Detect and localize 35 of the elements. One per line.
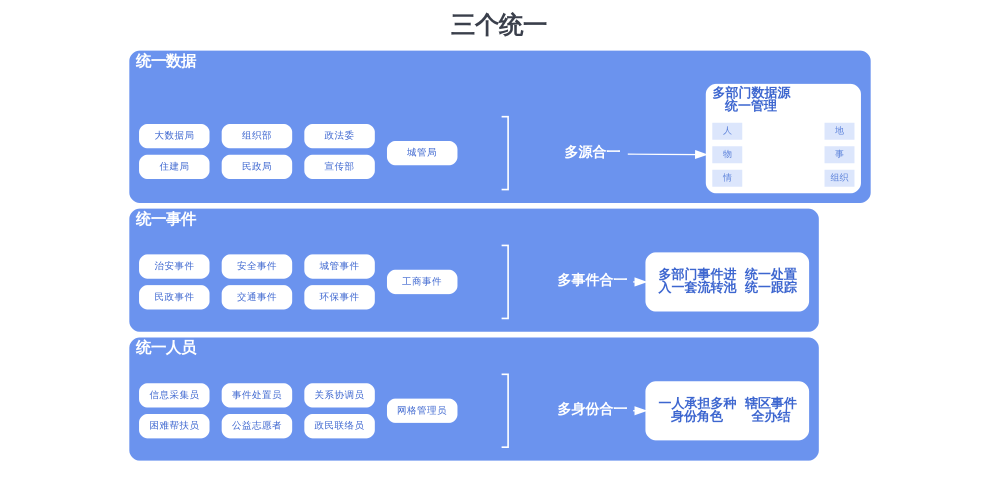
node-box: 关系协调员 <box>304 383 375 408</box>
node-box: 城管事件 <box>304 254 375 279</box>
node-box: 人 <box>712 122 742 140</box>
node-box: 政民联络员 <box>304 414 375 438</box>
node-box: 组织 <box>824 170 854 187</box>
node-box: 交通事件 <box>222 285 292 310</box>
node-box: 情 <box>712 170 742 187</box>
node-box: 信息采集员 <box>139 383 210 408</box>
node-box: 公益志愿者 <box>222 414 292 438</box>
node-text: 多事件合一 <box>558 272 628 288</box>
node-box: 网格管理员 <box>386 398 458 423</box>
node-box: 环保事件 <box>304 285 375 310</box>
arrow <box>628 150 708 160</box>
arrow <box>633 406 648 416</box>
node-box: 组织部 <box>222 124 292 148</box>
node-box: 多部门事件进入一套流转池 统一处置统一跟踪 <box>645 252 810 312</box>
node-box: 宣传部 <box>304 154 375 180</box>
node-box: 政法委 <box>304 124 375 148</box>
node-box: 一人承担多种身份角色 辖区事件全办结 <box>645 381 810 440</box>
diagram-title: 三个统一 <box>450 10 547 40</box>
node-box: 事 <box>824 146 854 164</box>
node-box: 住建局 <box>139 154 210 180</box>
node-box: 地 <box>824 122 854 140</box>
node-box: 民政事件 <box>139 285 210 310</box>
node-box: 事件处置员 <box>222 383 292 408</box>
node-box: 大数据局 <box>139 124 210 148</box>
node-box: 安全事件 <box>222 254 292 279</box>
node-box: 工商事件 <box>386 270 458 294</box>
node-box: 民政局 <box>222 154 292 180</box>
node-box: 城管局 <box>386 140 458 166</box>
node-text: 多源合一 <box>564 144 620 160</box>
node-box: 困难帮扶员 <box>139 414 210 438</box>
node-box: 治安事件 <box>139 254 210 279</box>
node-text: 多身份合一 <box>558 401 628 418</box>
node-box: 物 <box>712 146 742 164</box>
